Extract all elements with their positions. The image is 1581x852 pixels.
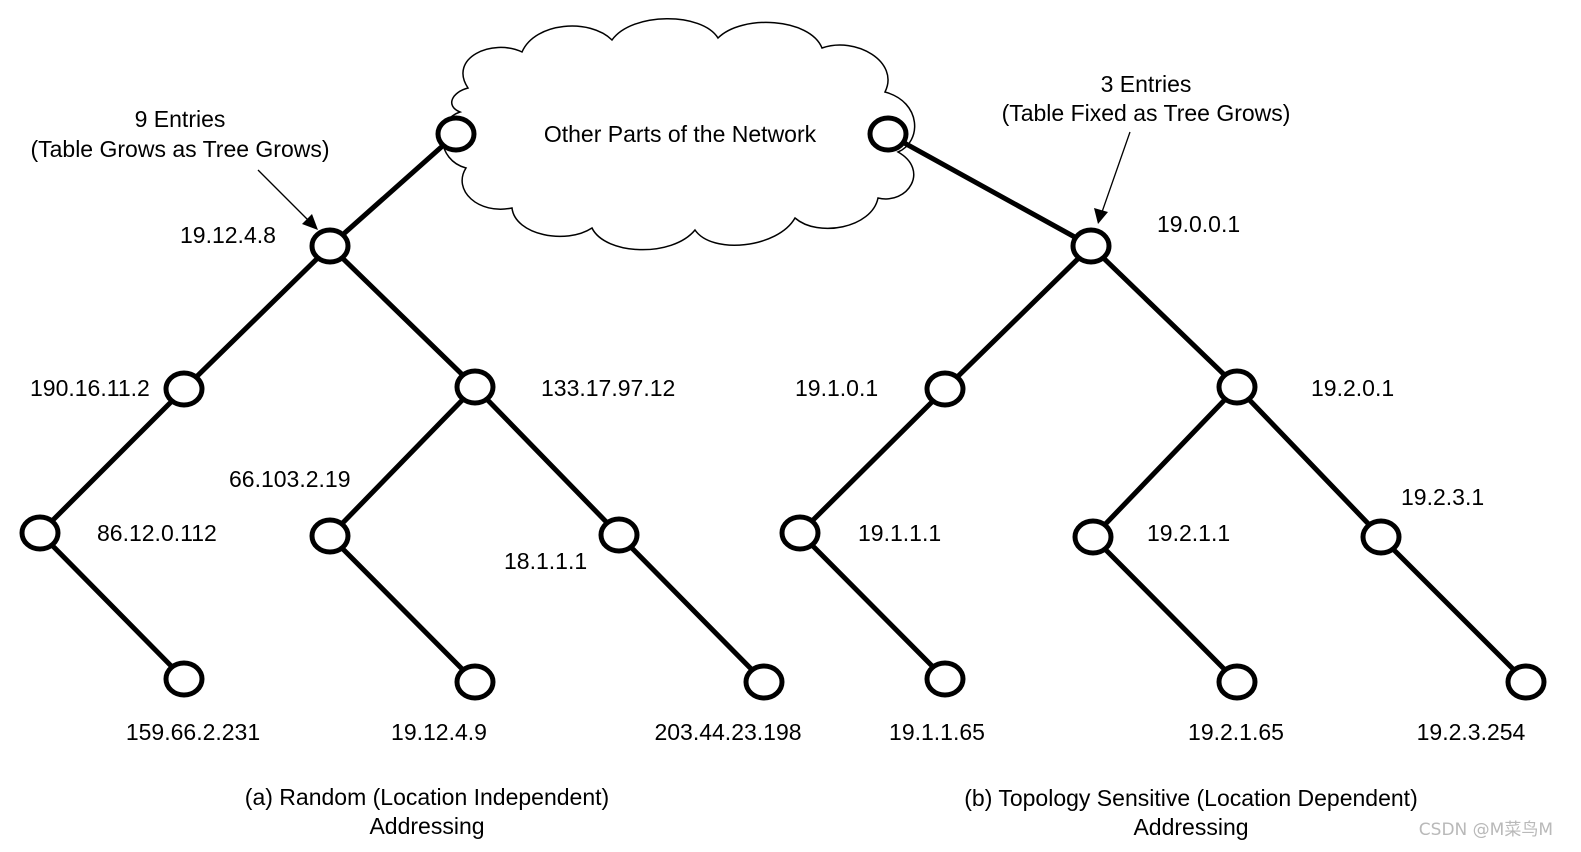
node-right-n9 [1505,663,1547,701]
address-label: 19.2.3.1 [1401,484,1484,510]
address-label: 66.103.2.19 [229,466,351,492]
left-annotation: 9 Entries (Table Grows as Tree Grows) [30,106,329,162]
edge [797,530,948,682]
address-label: 19.1.1.65 [889,719,985,745]
edge [942,243,1094,392]
left-caption: (a) Random (Location Independent) Addres… [245,784,609,839]
right-caption-line1: (b) Topology Sensitive (Location Depende… [964,785,1417,811]
right-annotation-line2: (Table Fixed as Tree Grows) [1002,100,1291,126]
address-label: 19.12.4.8 [180,222,276,248]
edge [1090,384,1240,540]
node-left-root [435,115,477,153]
address-label: 19.1.0.1 [795,375,878,401]
node-left-n6 [598,516,640,554]
node-left-n3 [454,368,496,406]
left-caption-line1: (a) Random (Location Independent) [245,784,609,810]
node-right-n8 [1216,663,1258,701]
edge [1088,243,1240,390]
right-tree-labels: 19.0.0.1 19.1.0.1 19.2.0.1 19.1.1.1 19.2… [795,211,1526,745]
node-right-n1 [1070,227,1112,265]
right-caption-line2: Addressing [1133,814,1248,840]
cloud-label: Other Parts of the Network [544,121,817,147]
address-label: 190.16.11.2 [30,375,150,401]
edge [1090,534,1240,685]
edge [37,386,187,536]
edge [327,243,478,390]
right-caption: (b) Topology Sensitive (Location Depende… [964,785,1417,840]
address-label: 19.2.3.254 [1417,719,1526,745]
node-right-n2 [924,370,966,408]
network-cloud: Other Parts of the Network [441,18,916,251]
node-left-n1 [309,227,351,265]
right-annotation-line1: 3 Entries [1101,71,1192,97]
edge [616,532,767,685]
node-left-n4 [19,514,61,552]
edge [885,131,1094,249]
watermark: CSDN @M菜鸟M [1419,820,1553,840]
address-label: 19.12.4.9 [391,719,487,745]
edge [181,243,333,392]
edge [797,386,948,536]
node-left-n9 [743,663,785,701]
left-arrowhead [302,214,318,230]
address-label: 18.1.1.1 [504,548,587,574]
right-annotation-arrow [1101,131,1131,213]
left-annotation-line2: (Table Grows as Tree Grows) [30,136,329,162]
right-tree-edges [797,131,1529,685]
right-annotation: 3 Entries (Table Fixed as Tree Grows) [1002,71,1291,126]
left-tree-edges [37,131,767,685]
node-left-n2 [163,370,205,408]
left-tree-labels: 19.12.4.8 190.16.11.2 133.17.97.12 86.12… [30,222,802,745]
address-label: 19.0.0.1 [1157,211,1240,237]
edge [37,530,187,682]
node-left-n5 [309,517,351,555]
left-annotation-arrow [257,169,311,223]
node-left-n8 [454,663,496,701]
left-tree-nodes [19,115,785,701]
node-left-n7 [163,660,205,698]
edge [327,384,478,539]
address-label: 133.17.97.12 [541,375,675,401]
edge [1234,384,1384,540]
cloud-shape [441,18,916,251]
address-label: 19.1.1.1 [858,520,941,546]
edge [327,533,478,685]
address-label: 19.2.0.1 [1311,375,1394,401]
left-caption-line2: Addressing [369,813,484,839]
right-tree-nodes [779,115,1547,701]
address-label: 86.12.0.112 [97,520,217,546]
right-arrowhead [1094,208,1108,224]
node-right-root [867,115,909,153]
address-label: 203.44.23.198 [654,719,801,745]
node-right-n5 [1072,518,1114,556]
node-right-n3 [1216,368,1258,406]
edge [472,384,622,538]
address-label: 19.2.1.1 [1147,520,1230,546]
address-label: 19.2.1.65 [1188,719,1284,745]
left-annotation-line1: 9 Entries [135,106,226,132]
edge [1378,534,1529,685]
node-right-n7 [924,660,966,698]
edge [327,131,459,249]
node-right-n6 [1360,518,1402,556]
node-right-n4 [779,514,821,552]
address-label: 159.66.2.231 [126,719,260,745]
annotation-arrows [257,131,1131,230]
